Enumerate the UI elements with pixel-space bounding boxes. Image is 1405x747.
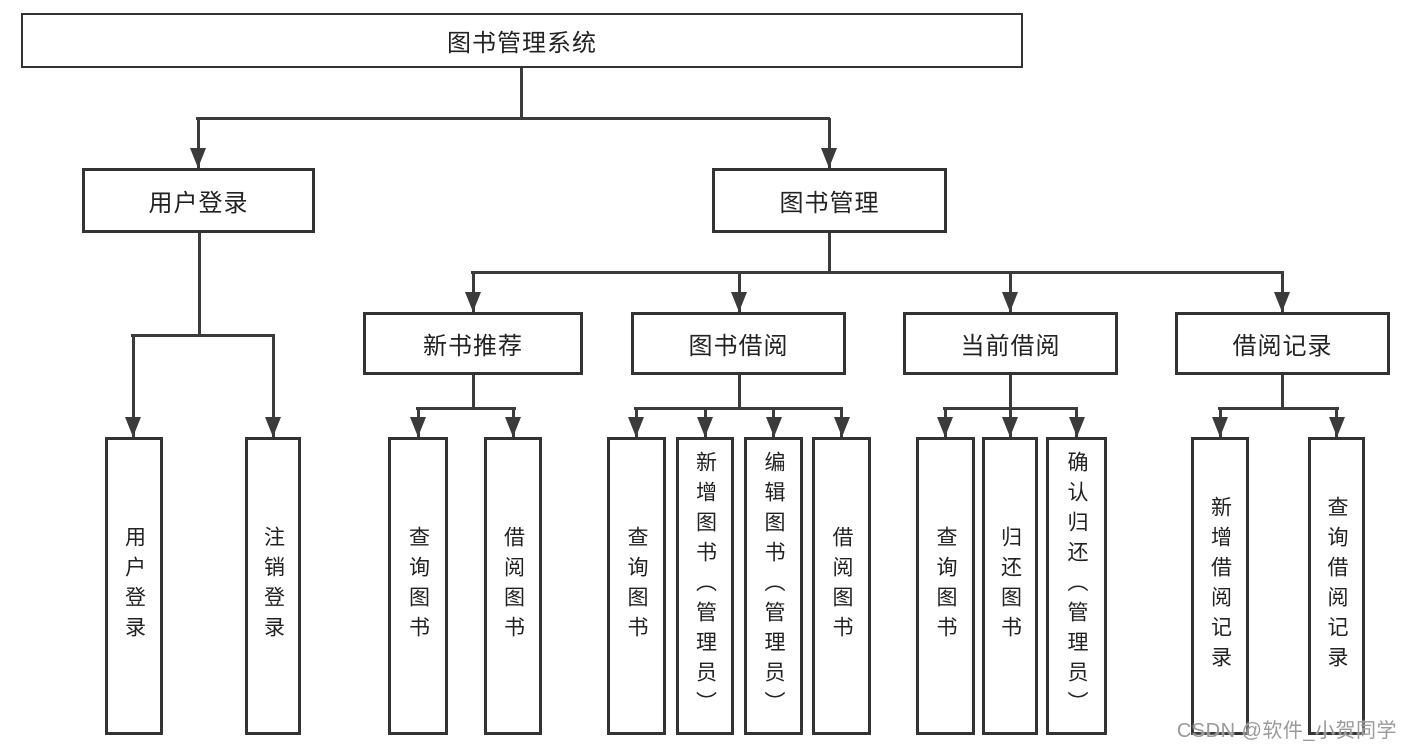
connector-arrow-new-book-recommend xyxy=(465,272,481,312)
leaf-logout: 注销登录 xyxy=(245,437,301,735)
connector-bb-bar xyxy=(634,407,843,410)
leaf-label: 用户登录 xyxy=(122,526,146,646)
connector-br-bar xyxy=(1218,407,1339,410)
connector-bb-stem xyxy=(737,375,741,408)
leaf-label: 查询图书 xyxy=(934,526,957,646)
connector-arrow-cb-confirm xyxy=(1068,408,1085,437)
node-book-borrow: 图书借阅 xyxy=(631,312,846,375)
csdn-watermark: CSDN @软件_小贺同学 xyxy=(1176,720,1397,742)
leaf-bb-query-books: 查询图书 xyxy=(607,437,666,735)
leaf-label: 确认归还（管理员） xyxy=(1065,451,1088,721)
leaf-cb-confirm-return-admin: 确认归还（管理员） xyxy=(1046,437,1107,735)
connector-book-mgmt-stem xyxy=(827,232,831,272)
connector-arrow-bb-add xyxy=(697,408,713,437)
arrowhead-down-icon xyxy=(833,417,850,437)
node-borrow-records: 借阅记录 xyxy=(1175,312,1390,375)
arrowhead-down-icon xyxy=(1002,417,1018,437)
leaf-br-add-record: 新增借阅记录 xyxy=(1191,437,1249,735)
connector-arrow-nbr-borrow xyxy=(505,408,521,437)
connector-arrow-leaf-user-login xyxy=(125,335,141,437)
arrowhead-down-icon xyxy=(125,417,141,437)
leaf-label: 查询借阅记录 xyxy=(1325,496,1348,676)
arrowhead-down-icon xyxy=(697,417,713,437)
connector-arrow-cb-query xyxy=(937,408,953,437)
arrowhead-down-icon xyxy=(937,417,953,437)
leaf-label: 新增借阅记录 xyxy=(1208,496,1232,676)
connector-arrow-bb-borrow xyxy=(833,408,850,437)
leaf-br-query-record: 查询借阅记录 xyxy=(1308,437,1365,735)
arrowhead-down-icon xyxy=(628,417,644,437)
connector-br-stem xyxy=(1280,375,1284,408)
connector-root-bar xyxy=(196,117,830,120)
arrowhead-down-icon xyxy=(821,148,837,168)
connector-user-login-bar xyxy=(131,334,275,337)
arrowhead-down-icon xyxy=(1068,417,1085,437)
arrowhead-down-icon xyxy=(265,417,281,437)
node-new-book-recommend: 新书推荐 xyxy=(363,312,583,375)
leaf-cb-return-books: 归还图书 xyxy=(982,437,1038,735)
leaf-label: 注销登录 xyxy=(261,526,285,646)
connector-arrow-bb-edit xyxy=(765,408,782,437)
leaf-label: 查询图书 xyxy=(406,526,430,646)
connector-user-login-stem xyxy=(197,233,201,335)
connector-nbr-bar xyxy=(416,407,516,410)
leaf-nbr-query-books: 查询图书 xyxy=(388,437,448,735)
arrowhead-down-icon xyxy=(190,148,206,168)
connector-book-mgmt-bar xyxy=(471,271,1284,274)
connector-arrow-cb-return xyxy=(1002,408,1018,437)
connector-arrow-bb-query xyxy=(628,408,644,437)
connector-arrow-book-management xyxy=(821,118,837,168)
connector-cb-stem xyxy=(1008,375,1012,408)
leaf-label: 借阅图书 xyxy=(501,526,525,646)
node-root: 图书管理系统 xyxy=(21,13,1023,68)
connector-arrow-nbr-query xyxy=(410,408,426,437)
leaf-label: 归还图书 xyxy=(998,526,1022,646)
connector-arrow-br-query xyxy=(1328,408,1345,437)
leaf-bb-edit-books-admin: 编辑图书（管理员） xyxy=(744,437,803,735)
arrowhead-down-icon xyxy=(505,417,521,437)
connector-nbr-stem xyxy=(471,375,475,408)
arrowhead-down-icon xyxy=(731,292,747,312)
connector-arrow-book-borrow xyxy=(731,272,747,312)
leaf-label: 编辑图书（管理员） xyxy=(762,451,785,721)
leaf-label: 查询图书 xyxy=(625,526,648,646)
arrowhead-down-icon xyxy=(410,417,426,437)
leaf-label: 借阅图书 xyxy=(830,526,853,646)
node-user-login: 用户登录 xyxy=(82,168,315,233)
arrowhead-down-icon xyxy=(1328,417,1345,437)
connector-root-stem xyxy=(520,68,523,118)
connector-arrow-leaf-logout xyxy=(265,335,281,437)
arrowhead-down-icon xyxy=(765,417,782,437)
arrowhead-down-icon xyxy=(1002,292,1018,312)
node-current-borrow: 当前借阅 xyxy=(903,312,1118,375)
leaf-bb-add-books-admin: 新增图书（管理员） xyxy=(676,437,734,735)
arrowhead-down-icon xyxy=(465,292,481,312)
arrowhead-down-icon xyxy=(1212,417,1228,437)
leaf-cb-query-books: 查询图书 xyxy=(916,437,975,735)
leaf-bb-borrow-books: 借阅图书 xyxy=(812,437,871,735)
connector-arrow-br-add xyxy=(1212,408,1228,437)
arrowhead-down-icon xyxy=(1274,292,1290,312)
connector-arrow-user-login xyxy=(190,118,206,168)
leaf-nbr-borrow-books: 借阅图书 xyxy=(484,437,542,735)
leaf-user-login: 用户登录 xyxy=(105,437,163,735)
node-book-management: 图书管理 xyxy=(712,168,947,233)
leaf-label: 新增图书（管理员） xyxy=(693,451,717,721)
connector-arrow-borrow-records xyxy=(1274,272,1290,312)
connector-arrow-current-borrow xyxy=(1002,272,1018,312)
